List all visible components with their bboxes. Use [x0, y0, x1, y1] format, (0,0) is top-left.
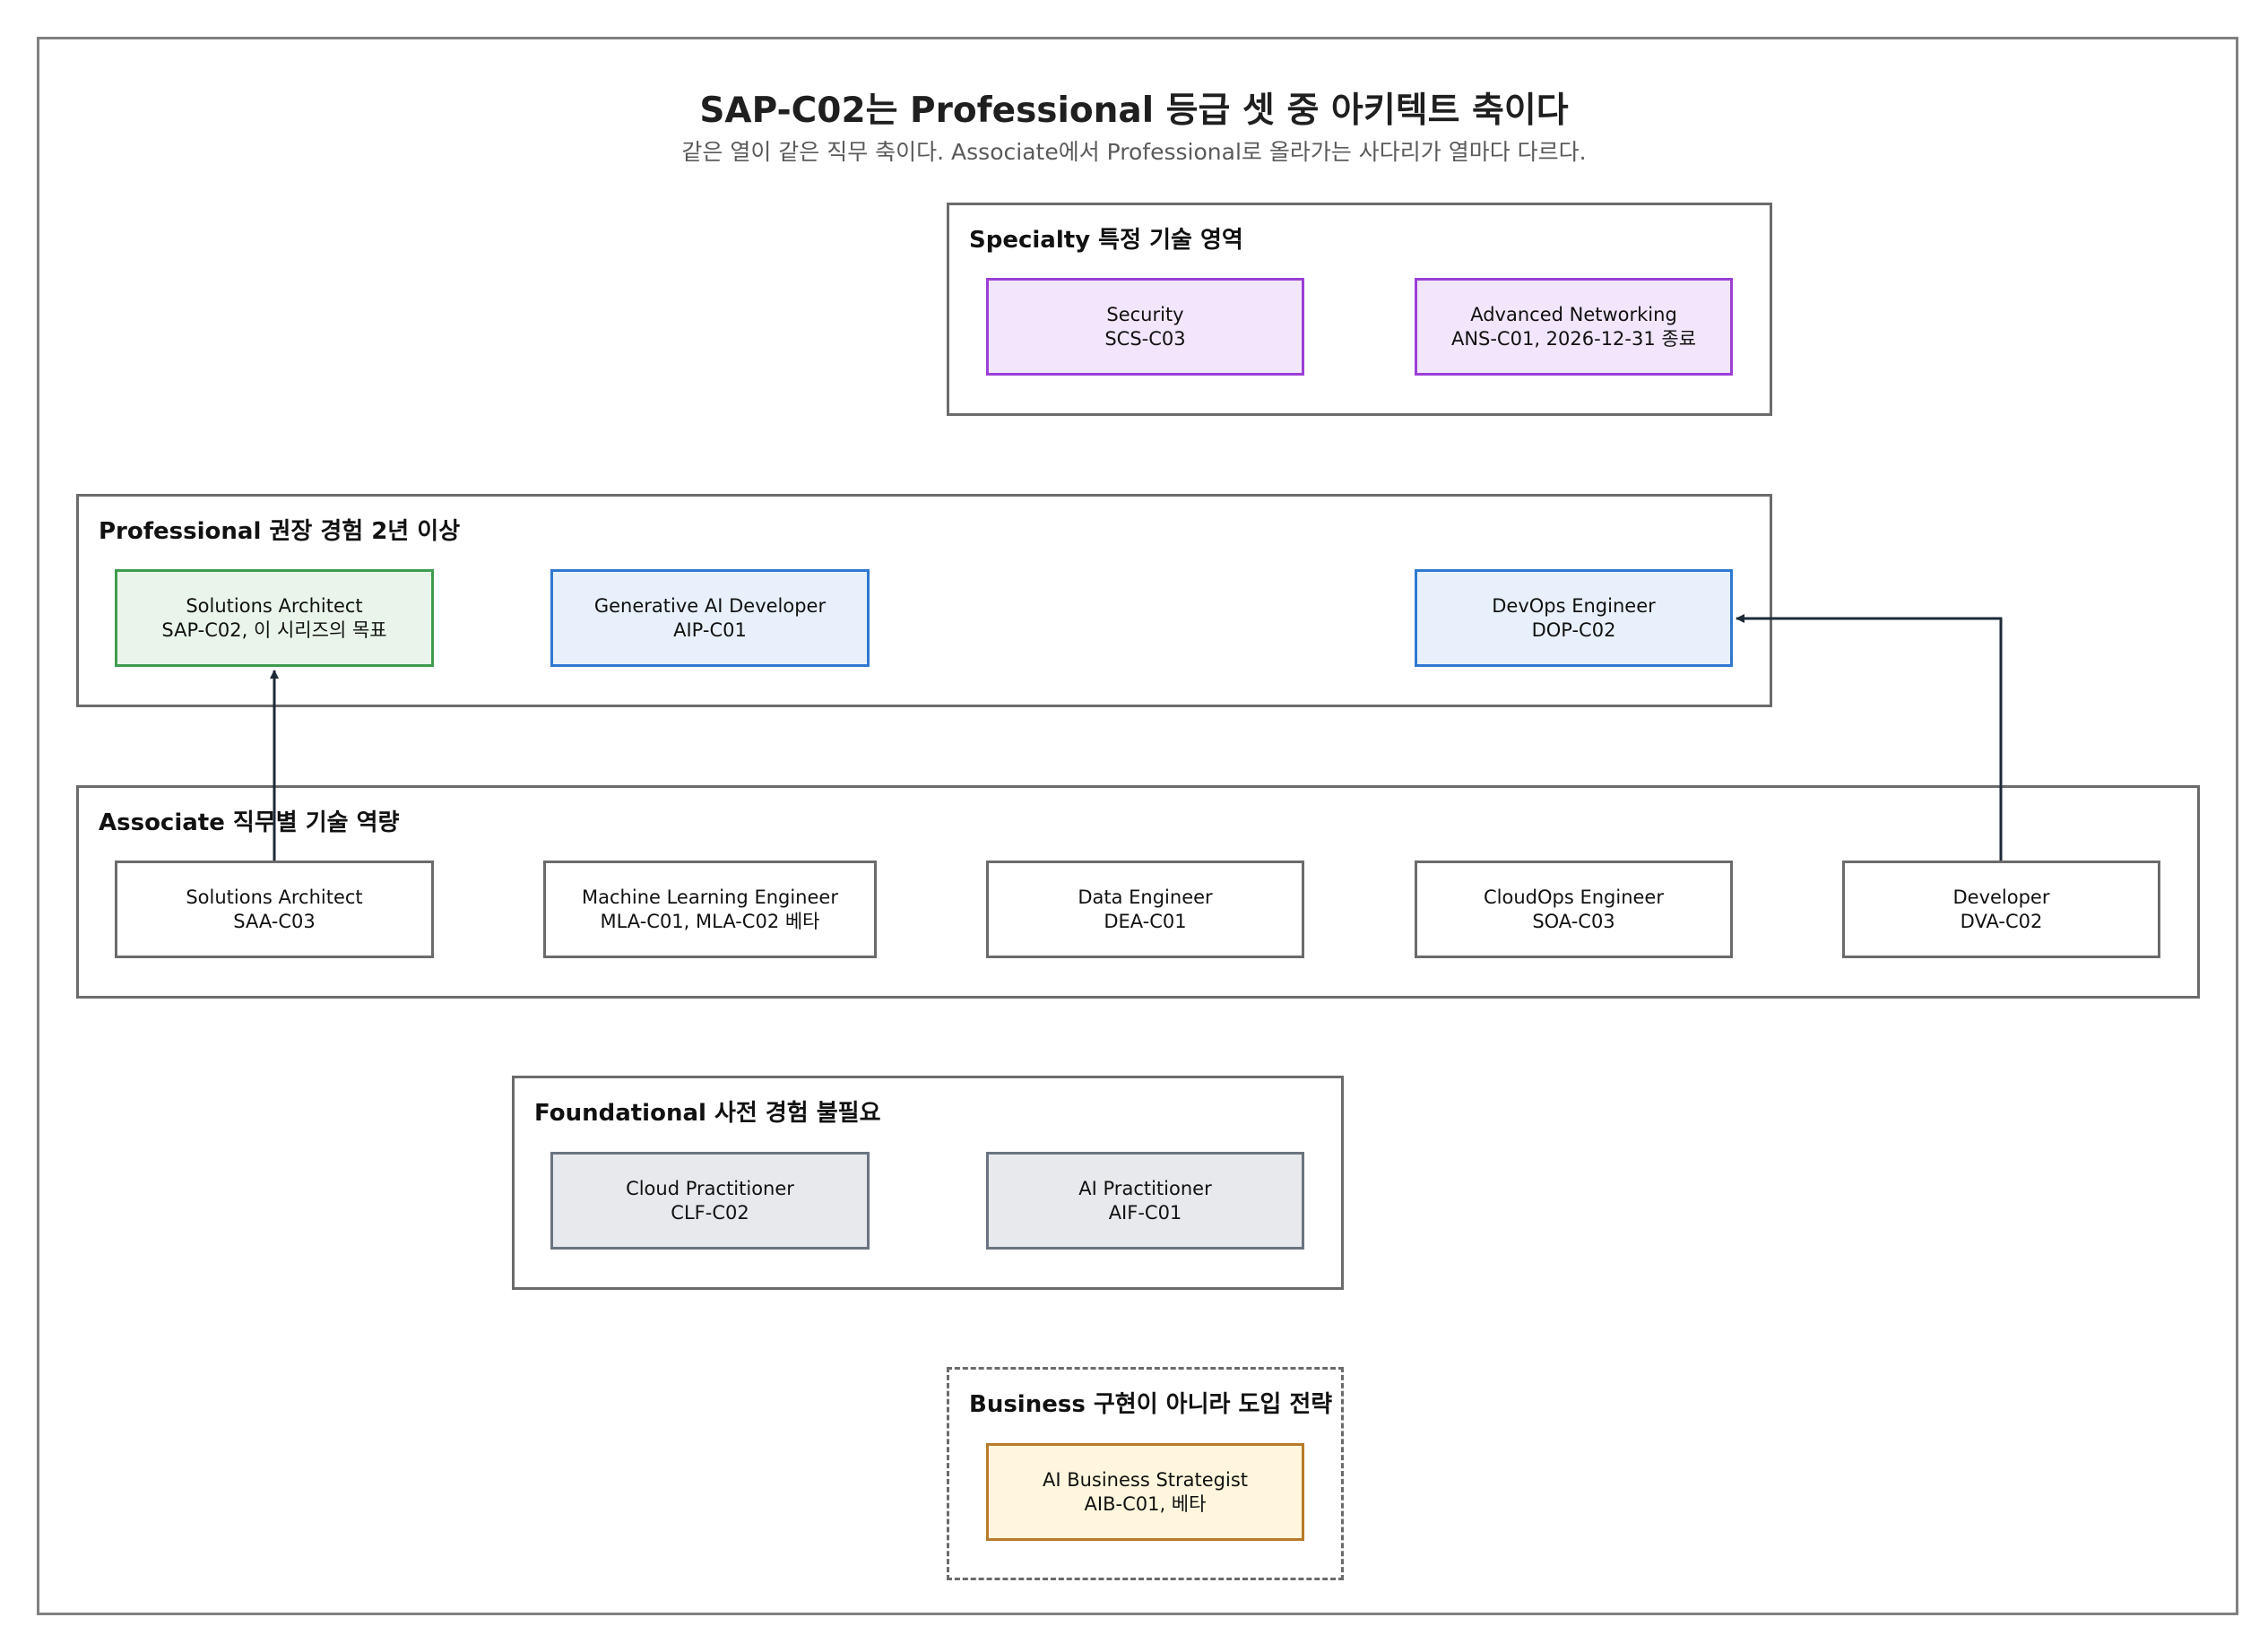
node-ai-business-strategist: AI Business Strategist AIB-C01, 베타	[986, 1443, 1304, 1541]
group-professional-label: Professional 권장 경험 2년 이상	[99, 518, 461, 545]
node-security: Security SCS-C03	[986, 278, 1304, 376]
group-business-label: Business 구현이 아니라 도입 전략	[969, 1391, 1333, 1418]
group-foundational-label: Foundational 사전 경험 불필요	[534, 1100, 881, 1127]
node-developer: Developer DVA-C02	[1842, 861, 2160, 958]
node-cloud-practitioner: Cloud Practitioner CLF-C02	[550, 1152, 870, 1250]
node-ai-practitioner: AI Practitioner AIF-C01	[986, 1152, 1304, 1250]
node-cloudops-engineer: CloudOps Engineer SOA-C03	[1415, 861, 1733, 958]
group-specialty-label: Specialty 특정 기술 영역	[969, 227, 1243, 254]
diagram-subtitle: 같은 열이 같은 직무 축이다. Associate에서 Professiona…	[681, 139, 1587, 165]
group-associate-label: Associate 직무별 기술 역량	[99, 809, 400, 836]
node-machine-learning-engineer: Machine Learning Engineer MLA-C01, MLA-C…	[543, 861, 877, 958]
node-generative-ai-developer: Generative AI Developer AIP-C01	[550, 569, 870, 667]
node-devops-engineer: DevOps Engineer DOP-C02	[1415, 569, 1733, 667]
diagram-title: SAP-C02는 Professional 등급 셋 중 아키텍트 축이다	[699, 91, 1569, 131]
node-solutions-architect-associate: Solutions Architect SAA-C03	[115, 861, 434, 958]
node-solutions-architect-professional: Solutions Architect SAP-C02, 이 시리즈의 목표	[115, 569, 434, 667]
node-advanced-networking: Advanced Networking ANS-C01, 2026-12-31 …	[1415, 278, 1733, 376]
node-data-engineer: Data Engineer DEA-C01	[986, 861, 1304, 958]
